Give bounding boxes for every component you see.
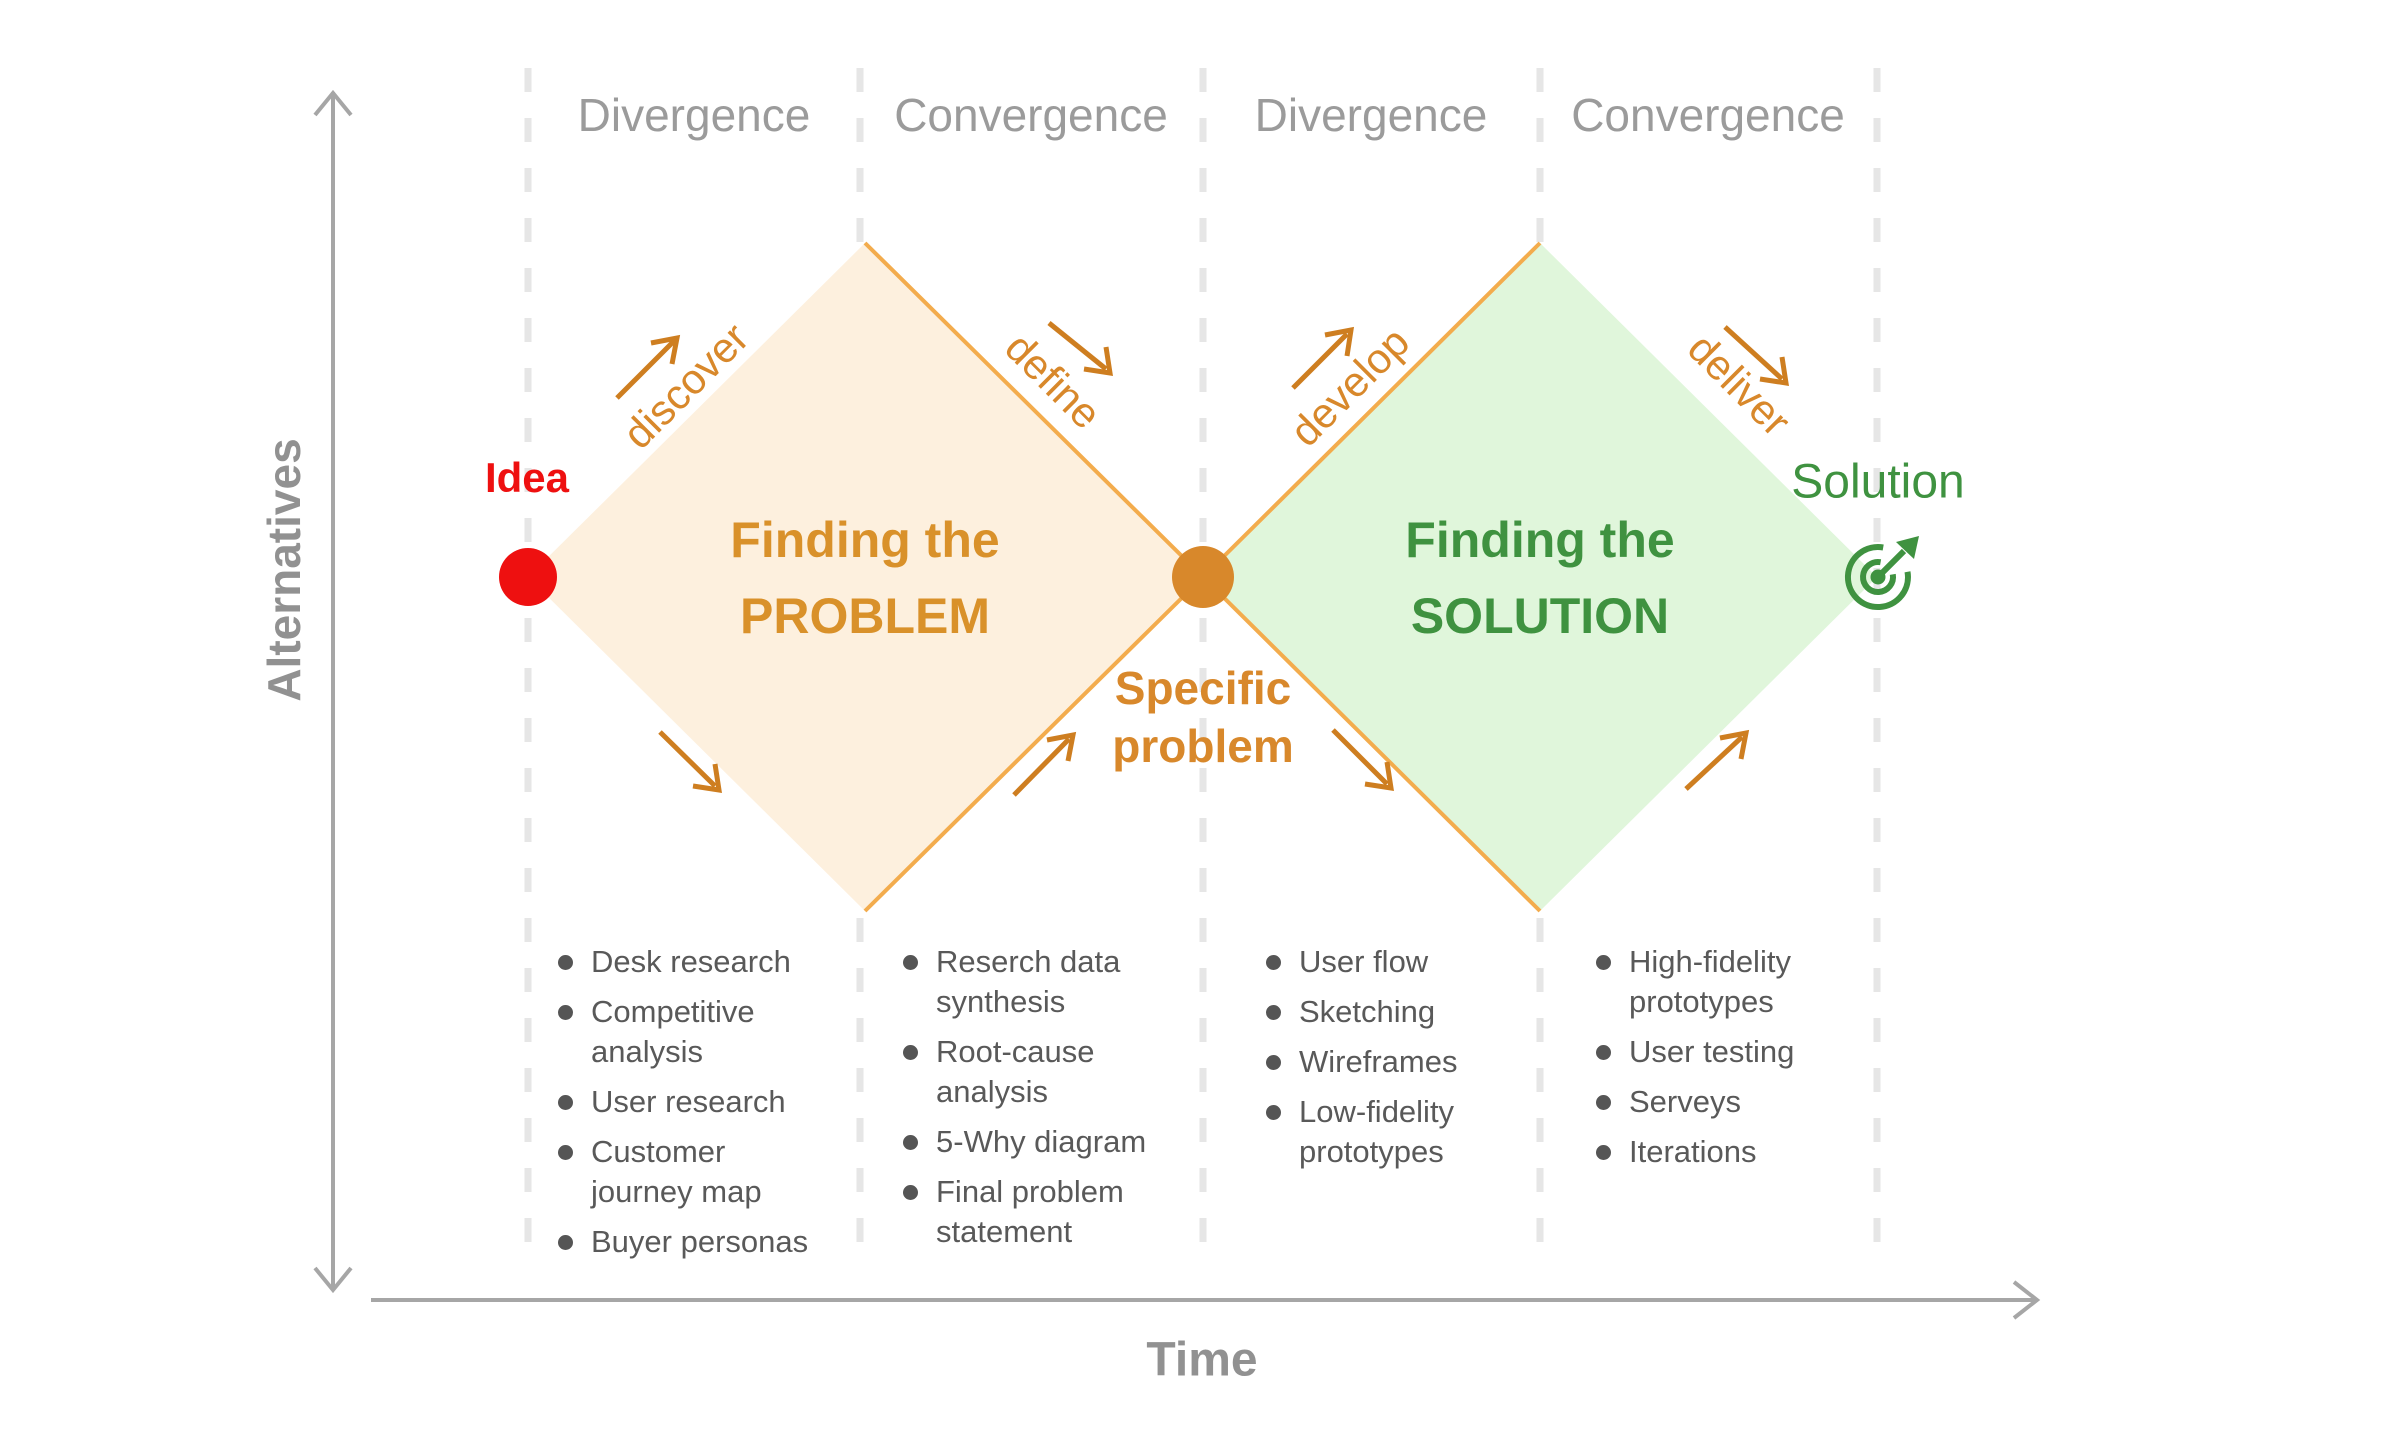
list-item-text: User testing: [1629, 1034, 1795, 1069]
bullet-icon: [1266, 955, 1281, 970]
list-item: Serveys: [1596, 1082, 1864, 1122]
solution-diamond-title: Finding the SOLUTION: [1260, 502, 1820, 654]
bullet-icon: [1266, 1055, 1281, 1070]
problem-diamond-shape: [528, 243, 1203, 911]
list-item-text: Buyer personas: [591, 1224, 809, 1259]
list-item-text: Low-fidelity prototypes: [1299, 1094, 1455, 1169]
bullet-icon: [558, 1235, 573, 1250]
bullet-icon: [1596, 1095, 1611, 1110]
y-axis-down-arrowhead-icon: [313, 1266, 353, 1294]
list-item-text: Reserch data synthesis: [936, 944, 1121, 1019]
solution-title-line2: SOLUTION: [1410, 588, 1670, 644]
x-axis-right-arrowhead-icon: [2012, 1280, 2041, 1320]
list-item: Wireframes: [1266, 1042, 1534, 1082]
list-item: Iterations: [1596, 1132, 1864, 1172]
list-item: Low-fidelity prototypes: [1266, 1092, 1534, 1172]
list-item-text: Sketching: [1299, 994, 1436, 1029]
bullet-icon: [1266, 1005, 1281, 1020]
specific-problem-label: Specific problem: [1112, 662, 1294, 772]
list-item-text: Competitive analysis: [591, 994, 755, 1069]
list-item: User testing: [1596, 1032, 1864, 1072]
list-item: High-fidelity prototypes: [1596, 942, 1864, 1022]
list-item: Desk research: [558, 942, 826, 982]
phase-label-convergence-2: Convergence: [1571, 89, 1845, 141]
x-axis-label: Time: [1146, 1333, 1258, 1387]
problem-left-arrow-icon: [658, 730, 722, 793]
discover-arrow-icon: [615, 334, 681, 400]
list-item-text: Wireframes: [1299, 1044, 1458, 1079]
solution-left-arrow-icon: [1331, 728, 1394, 791]
bullet-icon: [1596, 1145, 1611, 1160]
list-item: Customer journey map: [558, 1132, 826, 1212]
list-item-text: Root-cause analysis: [936, 1034, 1095, 1109]
list-item-text: Final problem statement: [936, 1174, 1124, 1249]
list-item-text: High-fidelity prototypes: [1629, 944, 1791, 1019]
problem-diamond-title: Finding the PROBLEM: [585, 502, 1145, 654]
bullet-icon: [1596, 955, 1611, 970]
bullet-icon: [903, 955, 918, 970]
bullet-icon: [903, 1135, 918, 1150]
list-item: Root-cause analysis: [903, 1032, 1171, 1112]
solution-label: Solution: [1791, 455, 1965, 509]
list-item: Buyer personas: [558, 1222, 826, 1262]
phase-label-divergence-2: Divergence: [1254, 89, 1488, 141]
list-item: Reserch data synthesis: [903, 942, 1171, 1022]
list-item: 5-Why diagram: [903, 1122, 1171, 1162]
problem-title-line2: PROBLEM: [740, 588, 990, 644]
define-arrow-icon: [1047, 321, 1113, 376]
list-item: Sketching: [1266, 992, 1534, 1032]
bullet-icon: [1266, 1105, 1281, 1120]
idea-dot: [499, 548, 557, 606]
list-item-text: Customer journey map: [591, 1134, 762, 1209]
problem-right-arrow-icon: [1012, 731, 1077, 797]
list-item: User research: [558, 1082, 826, 1122]
bullet-icon: [903, 1045, 918, 1060]
bullet-icon: [558, 1005, 573, 1020]
list-item-text: 5-Why diagram: [936, 1124, 1147, 1159]
problem-title-line1: Finding the: [730, 512, 1000, 568]
list-item: Final problem statement: [903, 1172, 1171, 1252]
phase-label-divergence-1: Divergence: [577, 89, 811, 141]
develop-arrow-icon: [1291, 326, 1355, 390]
solution-right-arrow-icon: [1684, 729, 1750, 791]
specific-problem-dot: [1172, 546, 1234, 608]
y-axis-label: Alternatives: [258, 438, 310, 702]
bullet-icon: [903, 1185, 918, 1200]
target-icon: [1844, 536, 1919, 611]
axes: [313, 89, 2041, 1320]
idea-label: Idea: [484, 454, 570, 501]
list-item-text: Desk research: [591, 944, 791, 979]
phase-label-convergence-1: Convergence: [894, 89, 1168, 141]
y-axis-up-arrowhead-icon: [313, 89, 353, 117]
list-item-text: Serveys: [1629, 1084, 1741, 1119]
list-item-text: User flow: [1299, 944, 1429, 979]
bullet-icon: [558, 955, 573, 970]
bullet-icon: [558, 1095, 573, 1110]
list-item: User flow: [1266, 942, 1534, 982]
list-item: Competitive analysis: [558, 992, 826, 1072]
bullet-icon: [1596, 1045, 1611, 1060]
bullet-icon: [558, 1145, 573, 1160]
list-item-text: Iterations: [1629, 1134, 1757, 1169]
list-item-text: User research: [591, 1084, 786, 1119]
stage-direction-arrows: [615, 321, 1789, 797]
deliver-arrow-icon: [1723, 325, 1789, 386]
solution-title-line1: Finding the: [1405, 512, 1675, 568]
